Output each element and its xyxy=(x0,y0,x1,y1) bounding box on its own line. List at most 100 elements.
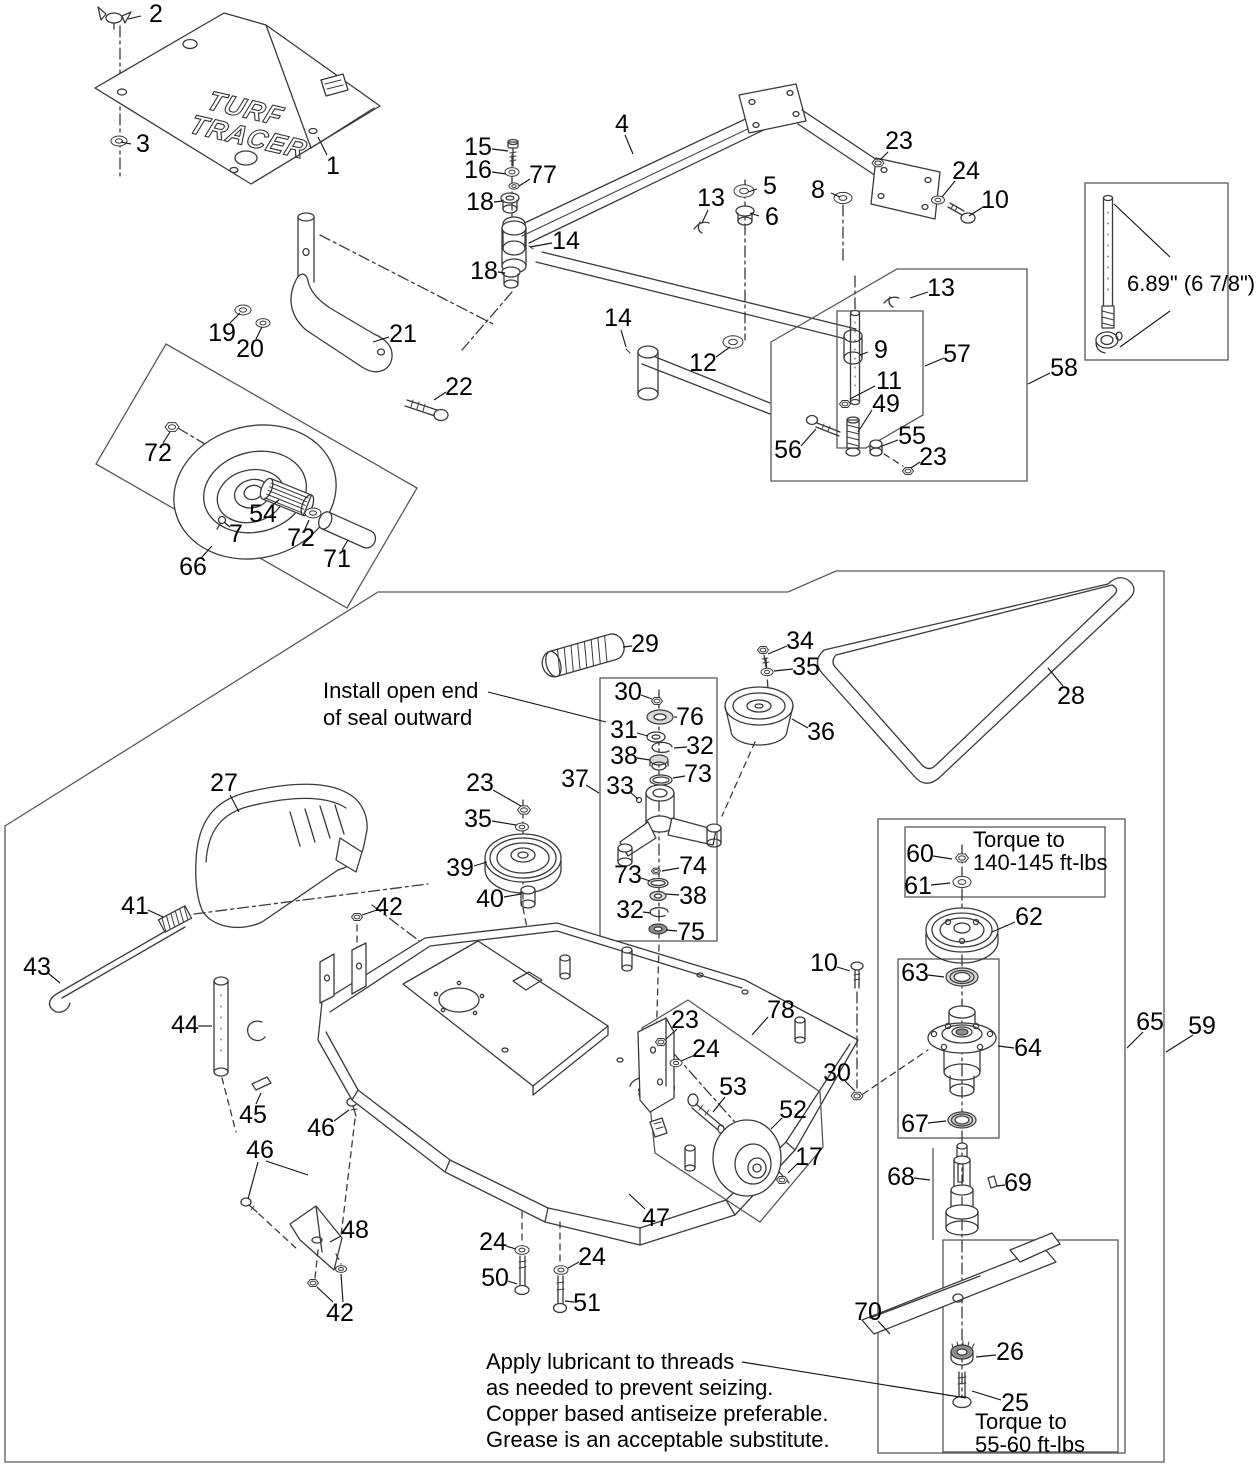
bracket-48-group xyxy=(289,1205,347,1286)
nut-23-icon xyxy=(656,1039,667,1046)
part-label-5: 5 xyxy=(763,172,777,200)
leader-line xyxy=(361,909,378,916)
part-label-14: 14 xyxy=(552,227,580,255)
part-label-7: 7 xyxy=(229,520,243,548)
part-label-32: 32 xyxy=(686,732,714,760)
part-label-51: 51 xyxy=(573,1289,601,1317)
torque-blade-note: 55-60 ft-lbs xyxy=(975,1432,1085,1457)
leader-line xyxy=(223,521,231,528)
part-label-12: 12 xyxy=(689,349,717,377)
washer-20-icon xyxy=(256,319,270,328)
part-label-21: 21 xyxy=(389,320,417,348)
nut-23-icon xyxy=(518,806,531,814)
leader-line xyxy=(1047,667,1064,687)
torque-blade-note: Torque to xyxy=(975,1409,1067,1434)
bushing-40-icon xyxy=(520,885,536,909)
leader-line xyxy=(791,718,809,729)
part-label-4: 4 xyxy=(615,110,629,138)
part-label-18: 18 xyxy=(470,257,498,285)
bolt-46-lower-icon xyxy=(240,1197,299,1251)
torque-spindle-note: 140-145 ft-lbs xyxy=(973,850,1108,875)
bushing-6-icon xyxy=(735,205,755,226)
wing-nut-2-icon xyxy=(97,6,132,30)
part-label-48: 48 xyxy=(341,1216,369,1244)
leader-line xyxy=(507,1280,518,1285)
leader-line xyxy=(879,151,889,161)
lubricant-note: Copper based antiseize preferable. xyxy=(486,1401,828,1426)
part-label-13: 13 xyxy=(927,274,955,302)
dimension-note-leader xyxy=(1113,203,1171,258)
leader-line xyxy=(927,974,945,978)
leader-line xyxy=(673,746,688,749)
pulley-39-icon xyxy=(484,833,562,894)
leader-line xyxy=(767,645,788,655)
hanger-rod-44-group xyxy=(213,976,237,1133)
part-label-35: 35 xyxy=(792,653,820,681)
part-label-74: 74 xyxy=(679,852,707,880)
leader-line xyxy=(372,336,390,343)
leader-line xyxy=(665,1028,678,1040)
nut-42-icon xyxy=(352,914,363,921)
spring-41-icon xyxy=(157,905,193,933)
spring-49-icon xyxy=(845,416,861,457)
deck-post-icon xyxy=(559,954,571,980)
bolt-10-icon xyxy=(850,961,864,989)
bolt-51-icon xyxy=(552,1275,568,1314)
leader-line xyxy=(836,966,851,972)
warning-sticker-icon xyxy=(320,73,349,97)
bushing-18-upper-icon xyxy=(500,192,520,214)
washer-3-icon xyxy=(111,136,127,146)
idler-arm-box-37 xyxy=(599,677,722,942)
leader-line xyxy=(620,329,627,348)
part-label-56: 56 xyxy=(774,436,802,464)
leader-line xyxy=(247,1161,259,1200)
part-label-72: 72 xyxy=(287,524,315,552)
part-label-34: 34 xyxy=(786,627,814,655)
leader-line xyxy=(749,212,760,217)
deck-wheel-group-78 xyxy=(637,999,824,1223)
washer-16-icon xyxy=(505,168,519,177)
leader-line xyxy=(229,794,240,813)
part-label-38: 38 xyxy=(679,882,707,910)
lubricant-note: Apply lubricant to threads xyxy=(486,1349,734,1374)
leader-line xyxy=(317,136,328,156)
part-label-71: 71 xyxy=(323,545,351,573)
part-label-78: 78 xyxy=(767,996,795,1024)
install-seal-note: Install open end xyxy=(323,678,478,703)
leader-line xyxy=(881,439,899,447)
cotter-pin-13-icon xyxy=(883,296,900,308)
leader-line xyxy=(909,291,929,299)
washer-12-icon xyxy=(723,336,743,348)
washer-24-icon xyxy=(554,1266,568,1275)
leader-line xyxy=(636,732,649,737)
part-label-23: 23 xyxy=(885,127,913,155)
part-label-50: 50 xyxy=(481,1264,509,1292)
spindle-box-65 xyxy=(850,818,1126,1454)
part-label-62: 62 xyxy=(1015,903,1043,931)
leader-line xyxy=(672,775,686,779)
part-label-37: 37 xyxy=(561,765,589,793)
part-label-49: 49 xyxy=(872,390,900,418)
part-label-68: 68 xyxy=(887,1163,915,1191)
leader-line xyxy=(849,385,876,400)
leader-line xyxy=(341,539,349,551)
part-label-61: 61 xyxy=(904,872,932,900)
height-adjust-box-58 xyxy=(770,268,1028,482)
deck-post-icon xyxy=(684,1144,696,1172)
part-label-26: 26 xyxy=(996,1338,1024,1366)
leader-line xyxy=(941,180,956,198)
leader-line xyxy=(497,271,506,274)
leader-line xyxy=(269,499,280,508)
washer-8-icon xyxy=(834,192,852,203)
deck-post-icon xyxy=(794,1016,806,1044)
leader-line xyxy=(329,1235,342,1243)
torque-spindle-note: Torque to xyxy=(973,827,1065,852)
leader-line xyxy=(529,242,553,248)
part-label-27: 27 xyxy=(210,769,238,797)
leader-lines-layer xyxy=(47,15,1194,1401)
leader-line xyxy=(661,867,680,872)
blade-70-icon xyxy=(861,1232,1061,1335)
leader-line xyxy=(910,461,921,469)
leader-line xyxy=(751,1016,769,1036)
